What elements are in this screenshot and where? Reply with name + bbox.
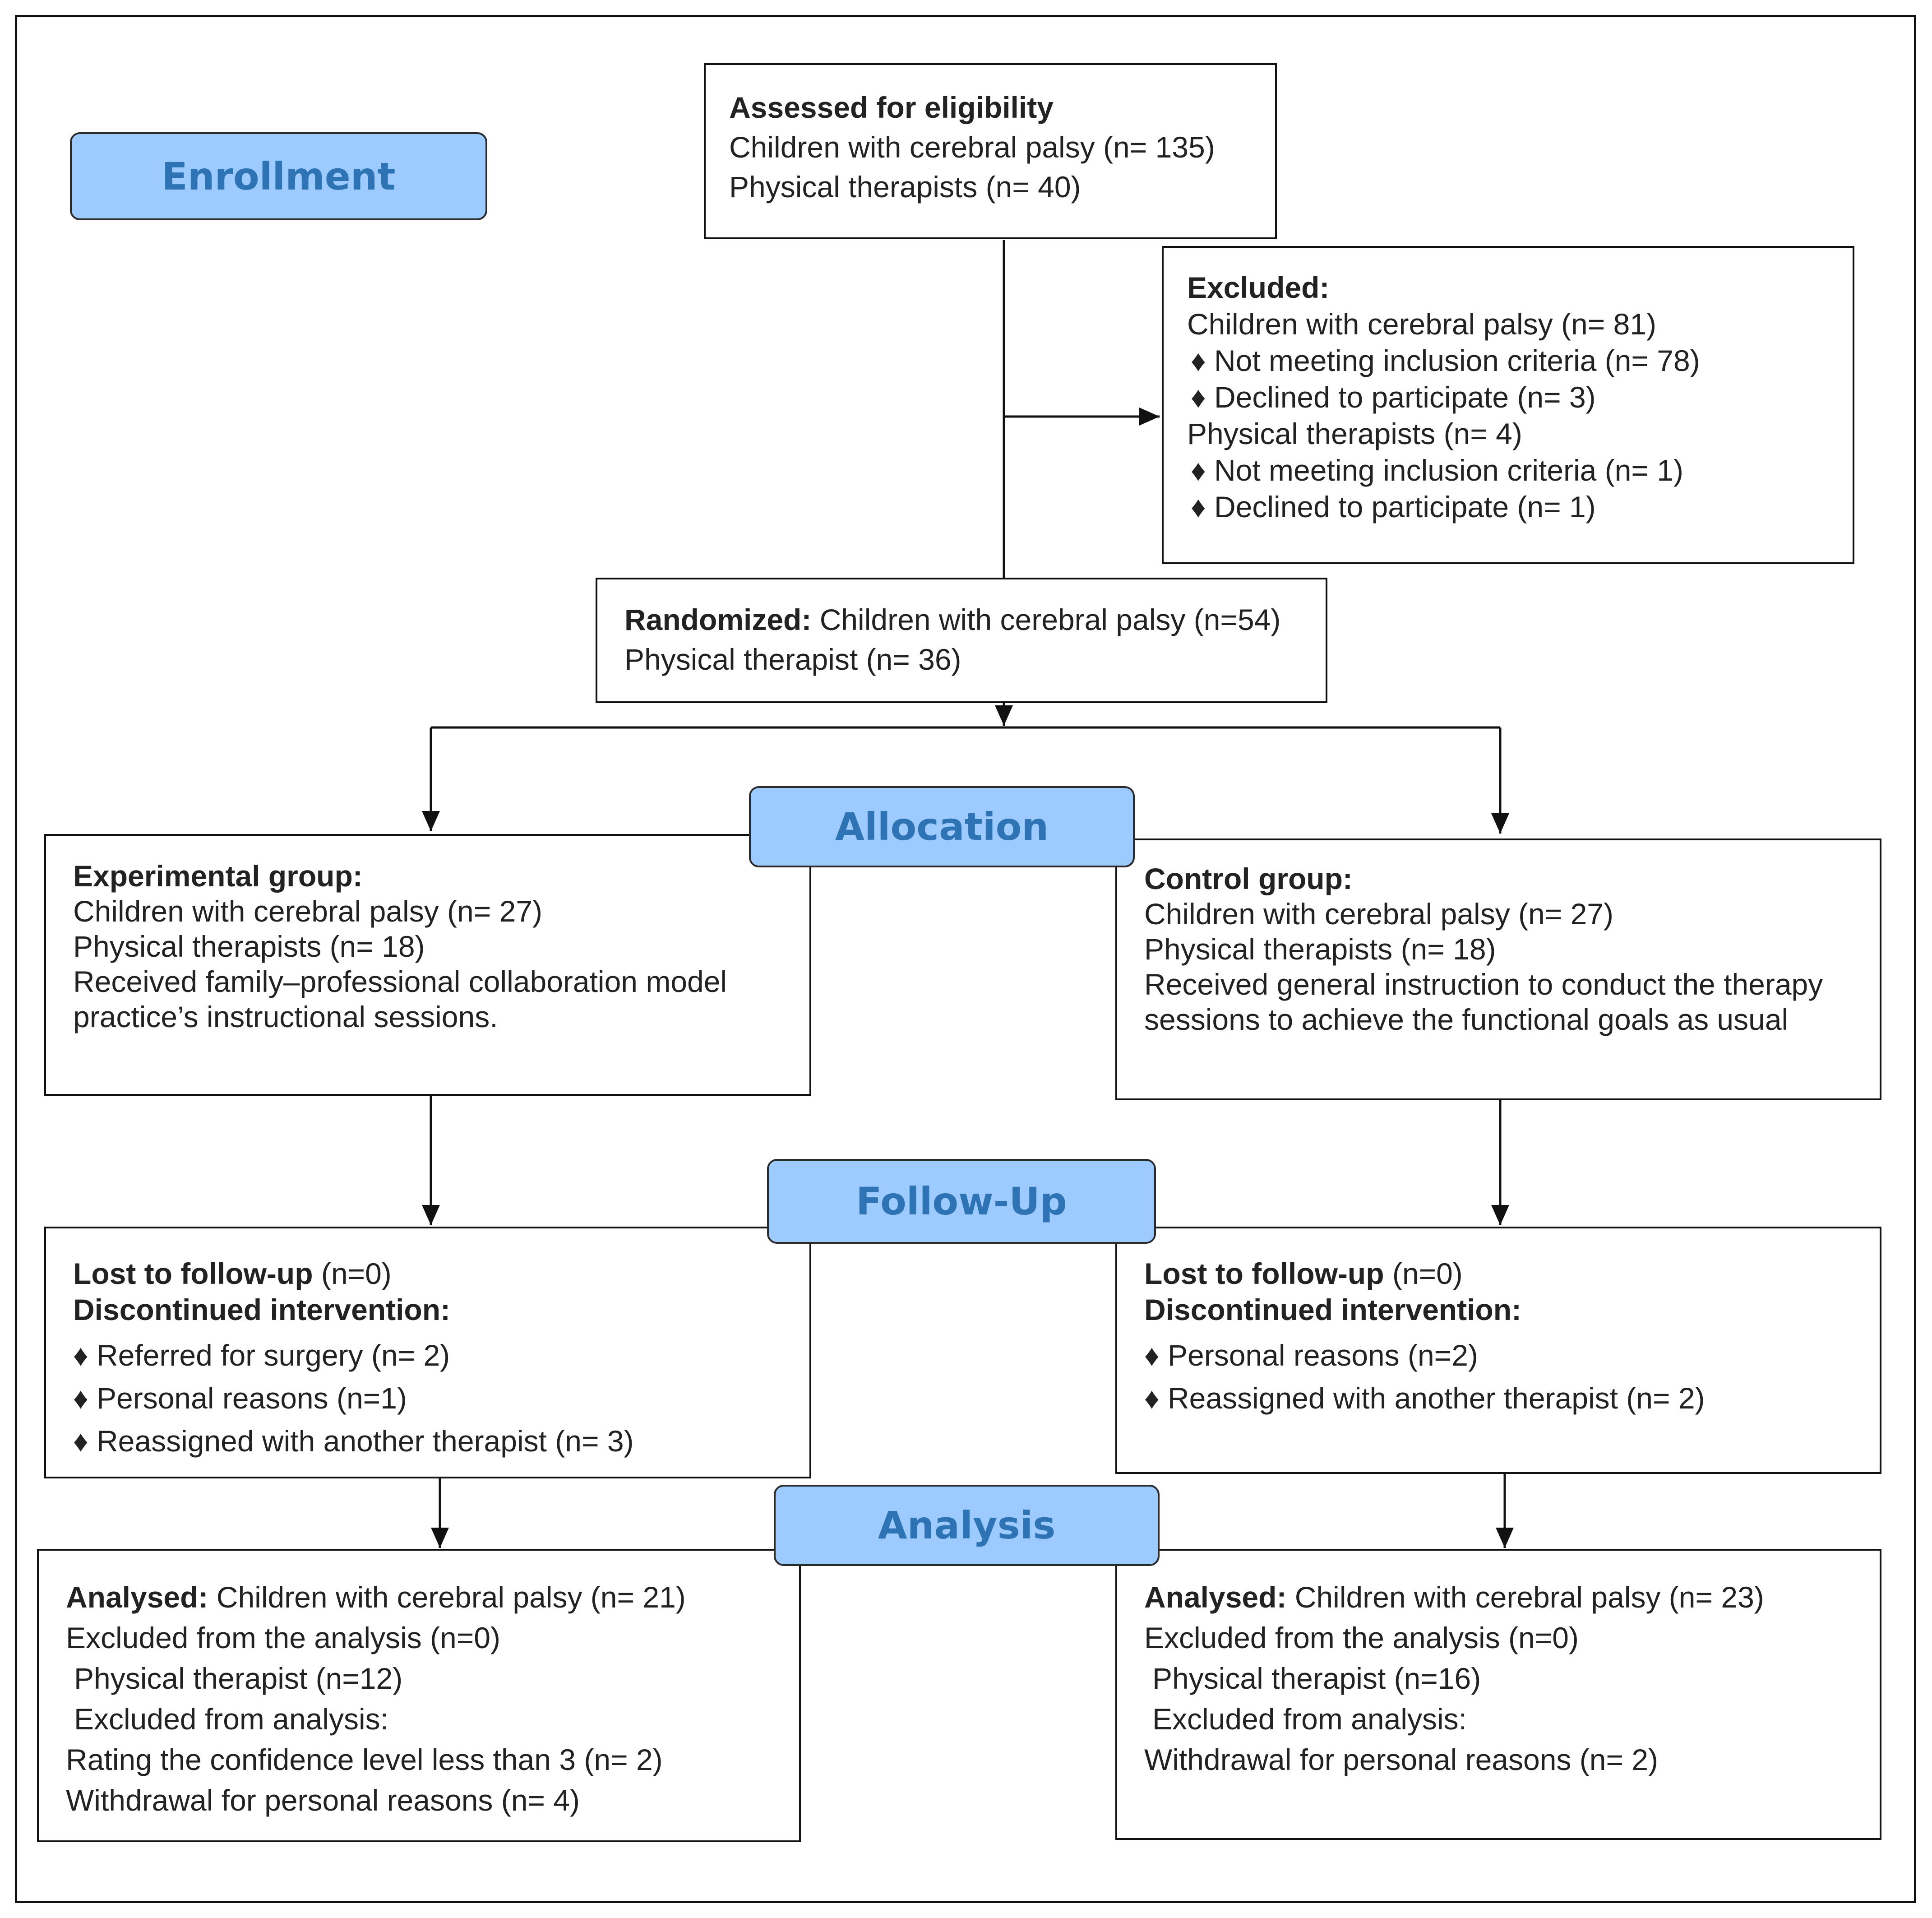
- excluded-therapist-item: ♦ Declined to participate (n= 1): [1191, 490, 1596, 524]
- stage-analysis-label: Analysis: [878, 1503, 1056, 1547]
- stage-follow-up-label: Follow-Up: [856, 1179, 1067, 1223]
- analysis-control-therapists: Physical therapist (n=16): [1152, 1662, 1481, 1695]
- followup-experimental-lost-label: Lost to follow-up: [73, 1257, 313, 1290]
- followup-experimental-item: ♦ Reassigned with another therapist (n= …: [73, 1424, 634, 1458]
- followup-experimental-discontinued: Discontinued intervention:: [73, 1293, 451, 1326]
- followup-control-lost-line: Lost to follow-up (n=0): [1144, 1256, 1880, 1292]
- control-received-1: Received general instruction to conduct …: [1144, 968, 1823, 1001]
- control-received-2: sessions to achieve the functional goals…: [1144, 1003, 1789, 1036]
- experimental-group-box: Experimental group: Children with cerebr…: [44, 834, 811, 1096]
- assessed-therapists: Physical therapists (n= 40): [729, 170, 1081, 204]
- analysis-control-reason: Withdrawal for personal reasons (n= 2): [1144, 1743, 1659, 1776]
- analysis-experimental-reason: Withdrawal for personal reasons (n= 4): [66, 1784, 580, 1817]
- analysis-experimental-excluded-therapists: Excluded from analysis:: [74, 1702, 388, 1736]
- excluded-children: Children with cerebral palsy (n= 81): [1187, 307, 1656, 341]
- analysis-experimental-label: Analysed:: [66, 1580, 208, 1614]
- excluded-title: Excluded:: [1187, 271, 1330, 304]
- randomized-box: Randomized: Children with cerebral palsy…: [596, 578, 1327, 703]
- analysis-control-box: Analysed: Children with cerebral palsy (…: [1115, 1549, 1881, 1840]
- followup-control-item: ♦ Personal reasons (n=2): [1144, 1339, 1478, 1372]
- followup-control-item: ♦ Reassigned with another therapist (n= …: [1144, 1381, 1705, 1415]
- followup-experimental-box: Lost to follow-up (n=0) Discontinued int…: [44, 1227, 811, 1478]
- control-children: Children with cerebral palsy (n= 27): [1144, 897, 1613, 931]
- stage-allocation: Allocation: [749, 786, 1135, 867]
- experimental-children: Children with cerebral palsy (n= 27): [73, 894, 542, 928]
- stage-allocation-label: Allocation: [835, 805, 1049, 849]
- followup-experimental-lost-line: Lost to follow-up (n=0): [73, 1256, 809, 1292]
- followup-experimental-item: ♦ Personal reasons (n=1): [73, 1381, 407, 1415]
- assessed-children: Children with cerebral palsy (n= 135): [729, 130, 1215, 164]
- experimental-received-1: Received family–professional collaborati…: [73, 965, 727, 998]
- stage-enrollment-label: Enrollment: [162, 154, 396, 199]
- randomized-children-line: Randomized: Children with cerebral palsy…: [624, 600, 1326, 639]
- excluded-box: Excluded: Children with cerebral palsy (…: [1162, 246, 1854, 564]
- analysis-experimental-excluded-children: Excluded from the analysis (n=0): [66, 1621, 500, 1654]
- randomized-label: Randomized:: [624, 603, 812, 636]
- control-therapists: Physical therapists (n= 18): [1144, 932, 1496, 966]
- stage-analysis: Analysis: [774, 1485, 1160, 1566]
- analysis-control-excluded-therapists: Excluded from analysis:: [1152, 1702, 1467, 1736]
- control-group-box: Control group: Children with cerebral pa…: [1115, 839, 1881, 1100]
- analysis-experimental-box: Analysed: Children with cerebral palsy (…: [37, 1549, 801, 1842]
- assessed-title: Assessed for eligibility: [729, 91, 1054, 124]
- excluded-therapist-item: ♦ Not meeting inclusion criteria (n= 1): [1191, 454, 1683, 487]
- control-title: Control group:: [1144, 862, 1353, 895]
- analysis-experimental-reason: Rating the confidence level less than 3 …: [66, 1743, 663, 1776]
- followup-experimental-item: ♦ Referred for surgery (n= 2): [73, 1339, 450, 1372]
- excluded-therapists: Physical therapists (n= 4): [1187, 417, 1522, 450]
- excluded-children-item: ♦ Not meeting inclusion criteria (n= 78): [1191, 344, 1700, 377]
- followup-control-lost-value: (n=0): [1392, 1257, 1463, 1290]
- experimental-therapists: Physical therapists (n= 18): [73, 930, 425, 963]
- stage-follow-up: Follow-Up: [767, 1159, 1156, 1244]
- randomized-children: Children with cerebral palsy (n=54): [819, 603, 1281, 636]
- followup-control-discontinued: Discontinued intervention:: [1144, 1293, 1522, 1326]
- experimental-title: Experimental group:: [73, 859, 363, 893]
- analysis-control-children-line: Analysed: Children with cerebral palsy (…: [1144, 1577, 1880, 1617]
- experimental-received-2: practice’s instructional sessions.: [73, 1000, 498, 1033]
- analysis-experimental-children-line: Analysed: Children with cerebral palsy (…: [66, 1577, 799, 1617]
- analysis-control-children: Children with cerebral palsy (n= 23): [1294, 1580, 1764, 1614]
- followup-control-lost-label: Lost to follow-up: [1144, 1257, 1384, 1290]
- analysis-control-excluded-children: Excluded from the analysis (n=0): [1144, 1621, 1579, 1654]
- diagram-frame: [15, 15, 1916, 1903]
- randomized-therapists: Physical therapist (n= 36): [624, 643, 961, 676]
- excluded-children-item: ♦ Declined to participate (n= 3): [1191, 380, 1596, 414]
- analysis-experimental-children: Children with cerebral palsy (n= 21): [216, 1580, 686, 1614]
- stage-enrollment: Enrollment: [70, 132, 487, 220]
- analysis-control-label: Analysed:: [1144, 1580, 1287, 1614]
- assessed-box: Assessed for eligibility Children with c…: [704, 63, 1277, 239]
- analysis-experimental-therapists: Physical therapist (n=12): [74, 1662, 403, 1695]
- followup-experimental-lost-value: (n=0): [321, 1257, 392, 1290]
- followup-control-box: Lost to follow-up (n=0) Discontinued int…: [1115, 1227, 1881, 1474]
